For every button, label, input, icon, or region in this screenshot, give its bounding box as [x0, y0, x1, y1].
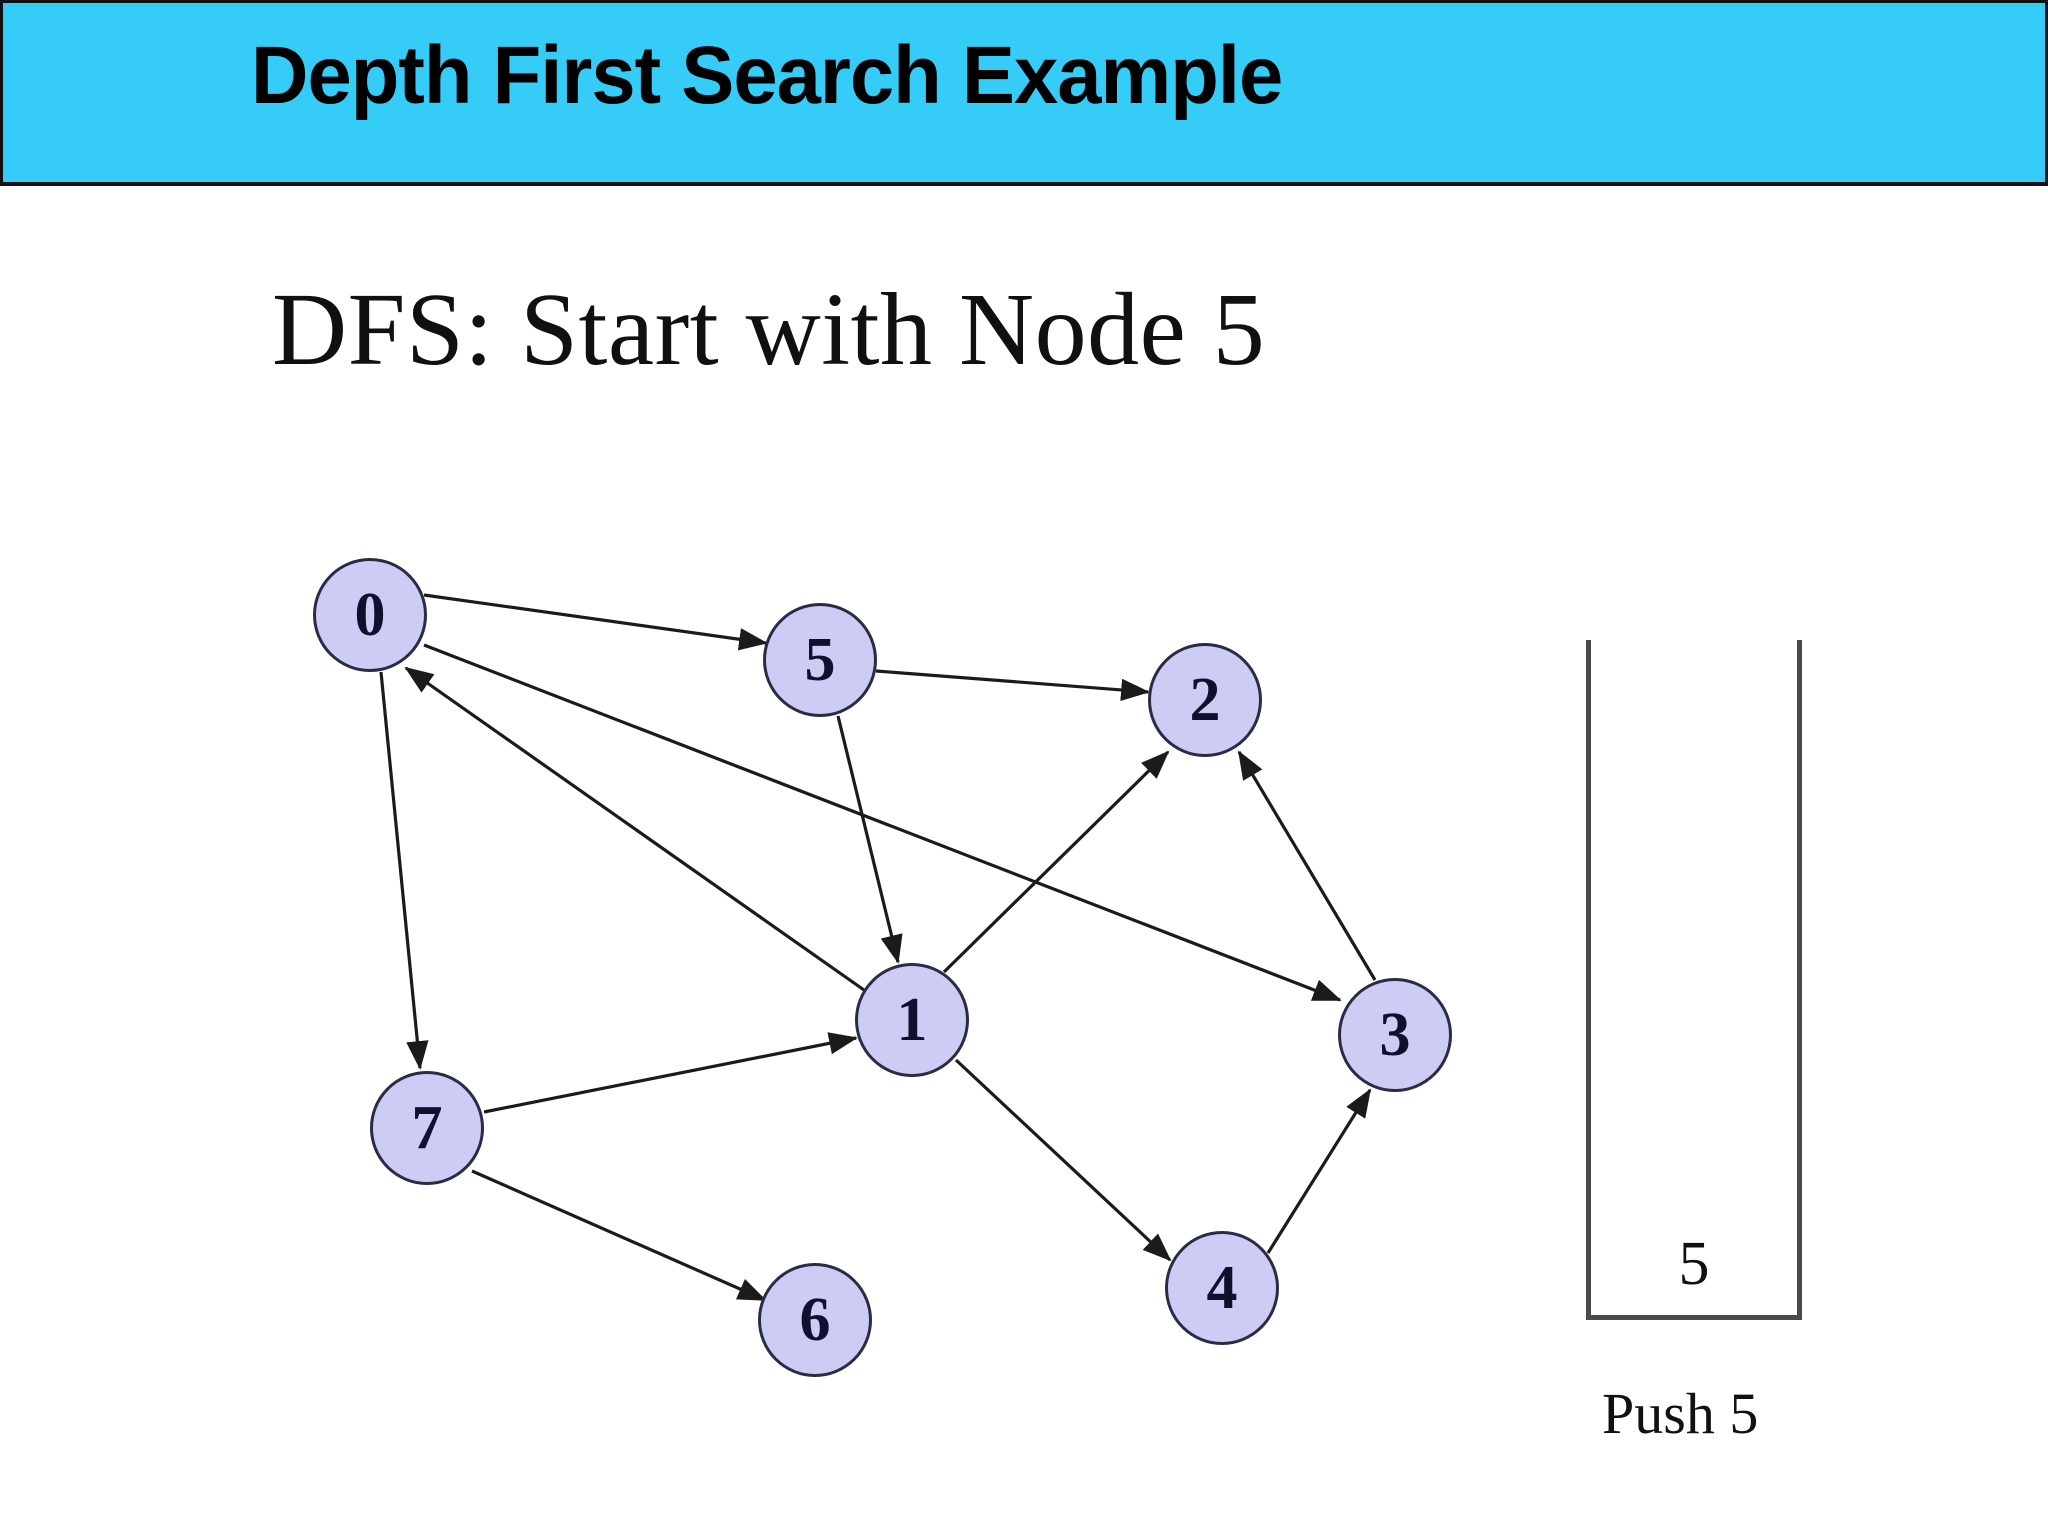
- edge-7-to-6: [471, 1169, 767, 1302]
- graph-node-1[interactable]: 1: [855, 963, 969, 1077]
- page-title: Depth First Search Example: [251, 30, 1283, 121]
- edge-5-to-1: [836, 715, 903, 964]
- graph-node-label: 5: [804, 626, 836, 694]
- edge-0-to-5: [423, 593, 768, 651]
- edge-1-to-4: [954, 1058, 1172, 1262]
- edge-4-to-3: [1266, 1088, 1372, 1254]
- stack-panel: 5: [1586, 640, 1802, 1320]
- slide-subtitle: DFS: Start with Node 5: [272, 272, 1266, 387]
- graph-node-label: 4: [1206, 1254, 1238, 1322]
- graph-node-6[interactable]: 6: [758, 1263, 872, 1377]
- graph-node-label: 7: [411, 1094, 443, 1162]
- edge-0-to-3: [423, 643, 1342, 1002]
- edge-1-to-2: [942, 750, 1170, 974]
- graph-node-4[interactable]: 4: [1165, 1231, 1279, 1345]
- stack-container: 5: [1586, 640, 1802, 1320]
- graph-edges-layer: [379, 593, 1377, 1302]
- title-banner: Depth First Search Example: [0, 0, 2048, 186]
- stack-item: 5: [1678, 1229, 1710, 1298]
- graph-node-0[interactable]: 0: [313, 558, 427, 672]
- graph-node-label: 1: [896, 986, 928, 1054]
- graph-diagram: 5 2 0 1 3 7 4 6: [0, 400, 1540, 1460]
- graph-node-label: 0: [354, 581, 386, 649]
- edge-3-to-2: [1237, 750, 1377, 981]
- graph-node-7[interactable]: 7: [370, 1071, 484, 1185]
- edge-5-to-2: [875, 669, 1150, 702]
- graph-node-label: 6: [799, 1286, 831, 1354]
- graph-node-5[interactable]: 5: [763, 603, 877, 717]
- edge-0-to-7: [379, 671, 429, 1070]
- stack-operation-caption: Push 5: [1602, 1381, 1759, 1446]
- edge-7-to-1: [483, 1032, 858, 1114]
- graph-node-3[interactable]: 3: [1338, 978, 1452, 1092]
- graph-node-label: 3: [1379, 1001, 1411, 1069]
- edge-1-to-0: [404, 666, 865, 992]
- graph-node-label: 2: [1189, 666, 1221, 734]
- graph-node-2[interactable]: 2: [1148, 643, 1262, 757]
